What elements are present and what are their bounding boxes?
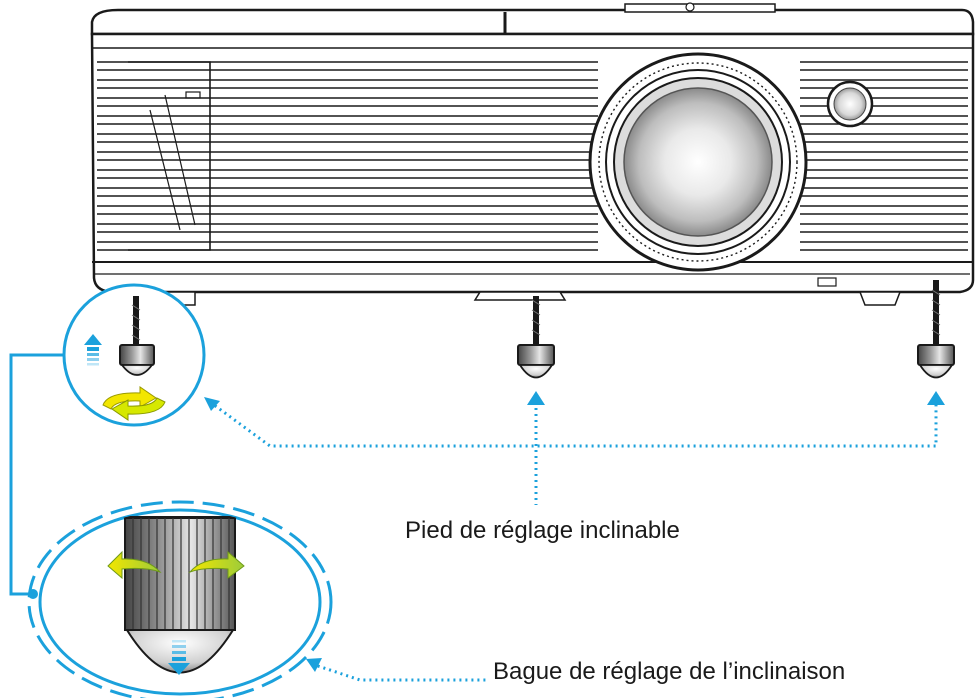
projector-body — [90, 2, 975, 306]
projector-lens — [588, 52, 808, 272]
tilt-ring-label: Bague de réglage de l’inclinaison — [493, 658, 846, 685]
callout-lines — [9, 353, 938, 682]
tilt-foot-center — [517, 296, 555, 379]
zoom-circle-large — [27, 500, 333, 698]
zoom-circle-small — [62, 283, 206, 427]
tilt-foot-label: Pied de réglage inclinable — [405, 517, 680, 544]
turn-left-arrow-icon — [107, 550, 162, 580]
callout-arrowheads — [204, 391, 945, 672]
rotate-arrows-icon — [102, 386, 166, 421]
tilt-foot-right — [917, 280, 955, 379]
up-arrow-icon — [84, 334, 102, 366]
adjustment-ring — [124, 517, 236, 674]
front-grille — [97, 61, 968, 251]
down-arrow-icon — [168, 640, 190, 675]
turn-right-arrow-icon — [188, 550, 245, 579]
ir-sensor — [826, 80, 874, 128]
side-vent — [128, 61, 211, 251]
